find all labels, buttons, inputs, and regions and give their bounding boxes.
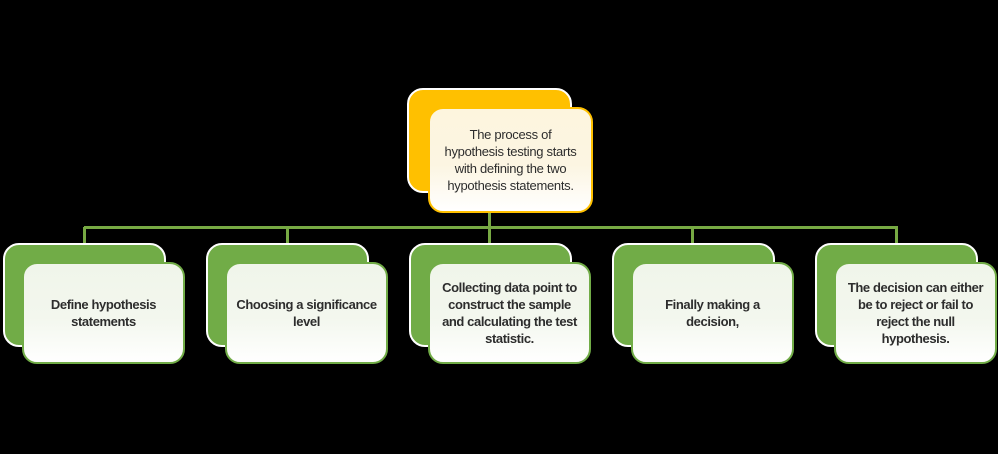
connector-stub-child-4: [691, 227, 694, 244]
node-child-5-text-line: be to reject or fail to: [857, 297, 974, 312]
node-child-5-text-line: hypothesis.: [881, 331, 950, 346]
node-child-1-text-line: Define hypothesis: [50, 297, 157, 312]
node-child-3-front-shape: Collecting data point to construct the s…: [428, 262, 591, 364]
node-root-text-line: The process of: [469, 127, 552, 142]
node-child-4-text: Finally making a decision,: [633, 296, 792, 330]
node-child-2-text-line: Choosing a significance: [236, 297, 377, 312]
node-child-4-front-shape: Finally making a decision,: [631, 262, 794, 364]
node-child-3-text: Collecting data point to construct the s…: [430, 279, 589, 347]
node-child-1-text: Define hypothesis statements: [24, 296, 183, 330]
node-root-text-line: hypothesis testing starts: [444, 144, 577, 159]
node-child-2-front-shape: Choosing a significance level: [225, 262, 388, 364]
node-root-text-line: hypothesis statements.: [447, 178, 574, 193]
node-child-3-text-line: Collecting data point to: [442, 280, 577, 295]
node-child-5-text-line: reject the null: [876, 314, 955, 329]
node-child-1-front-shape: Define hypothesis statements: [22, 262, 185, 364]
connector-stub-child-1: [83, 227, 86, 244]
node-child-3-text-line: statistic.: [485, 331, 534, 346]
node-child-5-text: The decision can either be to reject or …: [836, 279, 995, 347]
node-child-3-text-line: and calculating the test: [442, 314, 577, 329]
connector-stub-child-2: [286, 227, 289, 244]
node-root-text-line: with defining the two: [454, 161, 567, 176]
connector-stub-child-3: [488, 227, 491, 244]
node-child-2-text-line: level: [293, 314, 320, 329]
node-child-2-text: Choosing a significance level: [227, 296, 386, 330]
node-child-1-text-line: statements: [71, 314, 136, 329]
connector-horizontal-bus: [84, 226, 898, 229]
node-child-5-front-shape: The decision can either be to reject or …: [834, 262, 997, 364]
node-child-3-text-line: construct the sample: [448, 297, 571, 312]
node-child-5-text-line: The decision can either: [847, 280, 984, 295]
node-child-4-text-line: decision,: [686, 314, 739, 329]
node-root-front-shape: The process of hypothesis testing starts…: [428, 107, 593, 213]
connector-root-stem: [488, 211, 491, 227]
node-root-text: The process of hypothesis testing starts…: [430, 126, 591, 194]
connector-stub-child-5: [895, 227, 898, 244]
node-child-4-text-line: Finally making a: [665, 297, 760, 312]
